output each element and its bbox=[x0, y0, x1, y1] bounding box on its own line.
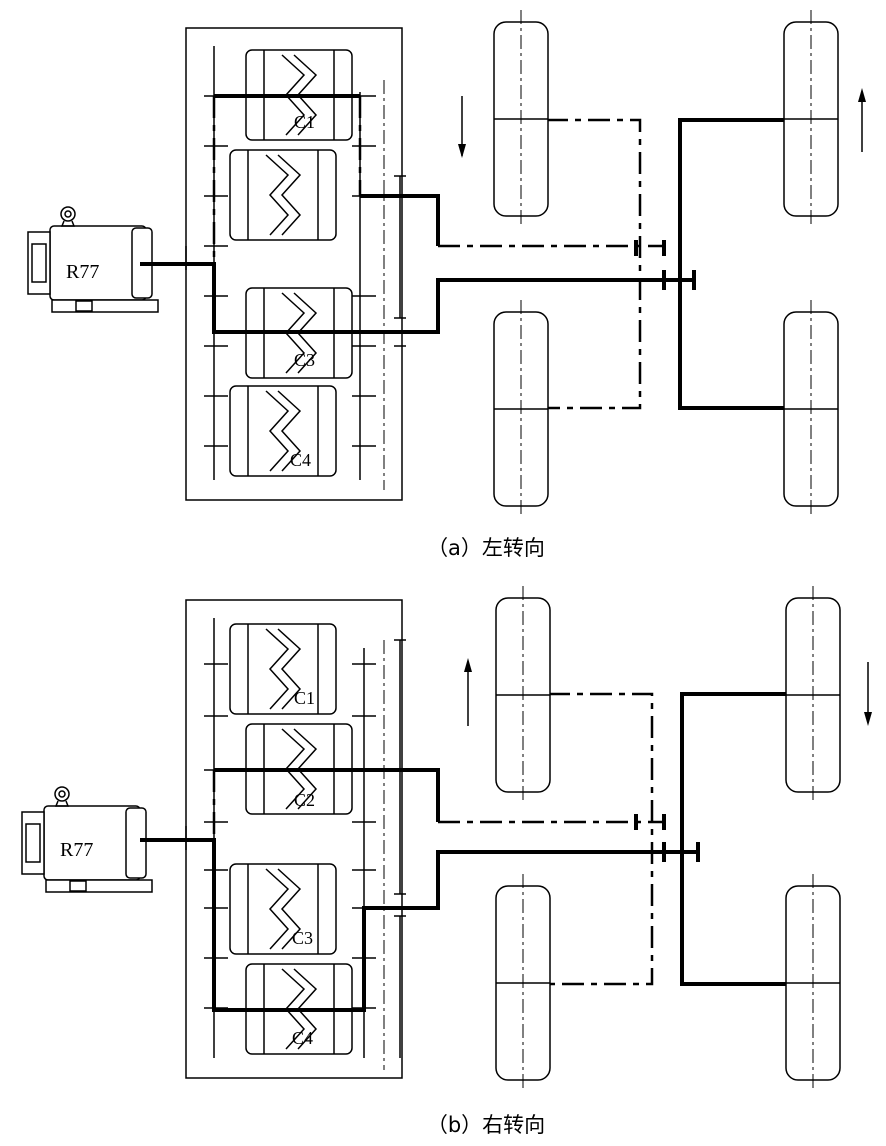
clutch-label-c4: C4 bbox=[290, 450, 311, 470]
panel-b: R77 C1 C2 C3 C4 （b）右转向 bbox=[21, 585, 872, 1137]
caption-b: （b）右转向 bbox=[427, 1113, 545, 1137]
left-front-wheel bbox=[495, 585, 551, 805]
right-track-link bbox=[680, 692, 786, 986]
drive-path-solid bbox=[140, 262, 694, 334]
clutch-c2 bbox=[229, 149, 337, 241]
motor-label: R77 bbox=[60, 839, 93, 861]
left-direction-arrow bbox=[464, 658, 472, 726]
clutch-label-c3: C3 bbox=[292, 928, 313, 948]
clutch-label-c4: C4 bbox=[292, 1028, 313, 1048]
left-rear-wheel bbox=[495, 873, 551, 1093]
clutch-label-c2: C2 bbox=[294, 790, 315, 810]
clutch-c3 bbox=[229, 863, 337, 955]
right-front-wheel bbox=[783, 9, 839, 229]
left-track-link bbox=[546, 118, 642, 410]
right-direction-arrow bbox=[864, 662, 872, 726]
left-front-wheel bbox=[493, 9, 549, 229]
drive-path-solid bbox=[140, 838, 698, 1012]
right-rear-wheel bbox=[783, 299, 839, 519]
right-direction-arrow bbox=[858, 88, 866, 152]
clutch-label-c1: C1 bbox=[294, 688, 315, 708]
panel-a: R77 C1 C3 C4 （a）左转向 bbox=[27, 9, 866, 560]
clutch-label-c3: C3 bbox=[294, 350, 315, 370]
left-track-link bbox=[548, 692, 654, 986]
motor bbox=[27, 206, 159, 313]
left-rear-wheel bbox=[493, 299, 549, 519]
right-track-link bbox=[678, 118, 784, 410]
clutch-c1 bbox=[229, 623, 337, 715]
caption-a: （a）左转向 bbox=[427, 536, 545, 560]
right-front-wheel bbox=[785, 585, 841, 805]
left-direction-arrow bbox=[458, 96, 466, 158]
motor-label: R77 bbox=[66, 261, 99, 283]
clutch-c4 bbox=[229, 385, 337, 477]
right-rear-wheel bbox=[785, 873, 841, 1093]
clutch-label-c1: C1 bbox=[294, 112, 315, 132]
